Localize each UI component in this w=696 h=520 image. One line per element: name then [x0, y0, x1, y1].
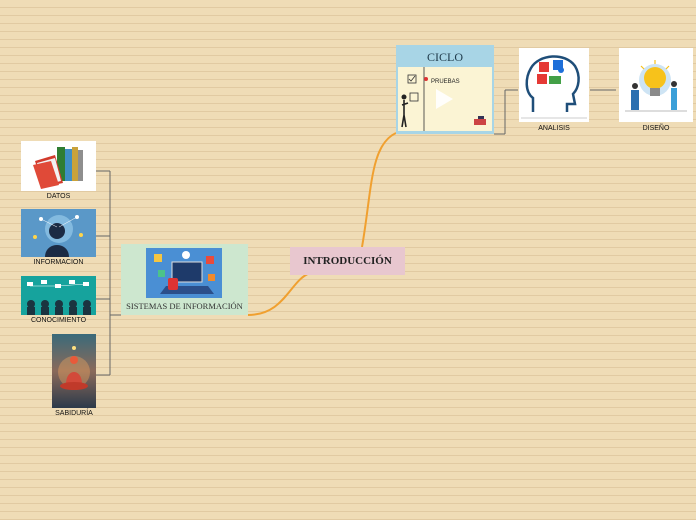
ciclo-video-text: PRUEBAS: [431, 79, 460, 85]
informacion-label: INFORMACION: [33, 259, 84, 266]
left-branch-bracket: [96, 170, 121, 376]
right-branch-bracket: [494, 89, 616, 135]
diseno-label: DISEÑO: [642, 125, 670, 132]
head-network-icon: [21, 209, 96, 257]
analisis-image[interactable]: [519, 48, 589, 122]
informacion-image[interactable]: [21, 209, 96, 257]
diseno-image[interactable]: [619, 48, 693, 122]
conocimiento-label: CONOCIMIENTO: [30, 317, 87, 324]
connector-sistemas-introduccion: [247, 272, 311, 316]
people-network-icon: [21, 276, 96, 315]
datos-image[interactable]: [21, 141, 96, 191]
lightbulb-icon: [619, 48, 693, 122]
datos-label: DATOS: [46, 193, 71, 200]
sabiduria-image[interactable]: [52, 334, 96, 408]
computer-apps-image: [146, 248, 222, 298]
puzzle-head-icon: [519, 48, 589, 122]
introduccion-node[interactable]: INTRODUCCIÓN: [290, 247, 405, 275]
ciclo-node[interactable]: CICLO PRUEBAS: [396, 45, 494, 134]
play-icon[interactable]: [434, 89, 454, 109]
conocimiento-image[interactable]: [21, 276, 96, 315]
sabiduria-label: SABIDURÍA: [55, 410, 93, 417]
connector-introduccion-ciclo: [361, 132, 397, 248]
meditation-icon: [52, 334, 96, 408]
sistemas-label: SISTEMAS DE INFORMACIÓN: [126, 301, 243, 311]
folders-icon: [21, 141, 96, 191]
introduccion-label: INTRODUCCIÓN: [303, 255, 392, 267]
ciclo-title: CICLO: [427, 50, 463, 64]
ciclo-video[interactable]: PRUEBAS: [398, 67, 492, 131]
sistemas-node[interactable]: SISTEMAS DE INFORMACIÓN: [121, 244, 248, 315]
analisis-label: ANALISIS: [538, 125, 570, 132]
